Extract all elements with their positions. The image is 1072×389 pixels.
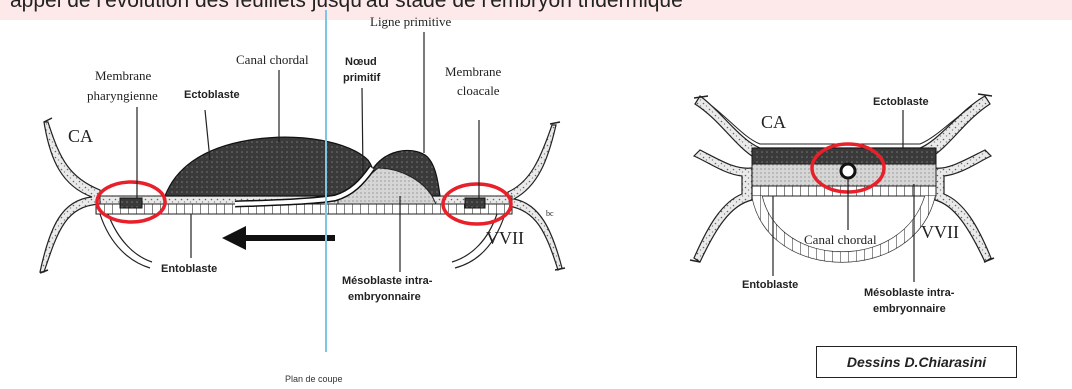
left-cloacal-membrane	[465, 198, 485, 208]
label-entoblaste-left: Entoblaste	[161, 262, 217, 276]
label-vvii-right: VVII	[921, 222, 959, 242]
label-bc: bc	[546, 206, 554, 221]
left-ectoblaste-dome	[165, 137, 374, 196]
label-membrane-pharyngienne-1: Membrane	[95, 68, 151, 83]
right-canal-chordal	[841, 164, 855, 178]
left-amnion-right-wall	[508, 125, 562, 270]
label-canal-chordal-right: Canal chordal	[804, 232, 877, 247]
right-left-wall	[694, 150, 752, 262]
credit-box: Dessins D.Chiarasini	[816, 346, 1017, 378]
label-vvii-left: VVII	[486, 228, 524, 248]
label-membrane-cloacale-1: Membrane	[445, 64, 501, 79]
label-ligne-primitive: Ligne primitive	[370, 14, 451, 29]
label-noeud-2: primitif	[343, 71, 380, 85]
label-mesoblaste-left-1: Mésoblaste intra-	[342, 274, 432, 288]
label-canal-chordal-left: Canal chordal	[236, 52, 309, 67]
label-membrane-cloacale-2: cloacale	[457, 83, 500, 98]
label-plan-de-coupe: Plan de coupe	[285, 374, 343, 384]
label-mesoblaste-right-1: Mésoblaste intra-	[864, 286, 954, 300]
label-noeud-1: Nœud	[345, 55, 377, 69]
label-mesoblaste-left-2: embryonnaire	[348, 290, 421, 304]
label-ca-right: CA	[761, 112, 786, 132]
right-ectoblaste-band	[752, 148, 936, 164]
label-ectoblaste-left: Ectoblaste	[184, 88, 240, 102]
label-membrane-pharyngienne-2: pharyngienne	[87, 88, 158, 103]
left-pharyngeal-membrane	[120, 198, 142, 208]
label-ca-left: CA	[68, 126, 93, 146]
label-entoblaste-right: Entoblaste	[742, 278, 798, 292]
right-embryo-section	[690, 94, 994, 282]
label-ectoblaste-right: Ectoblaste	[873, 95, 929, 109]
right-right-wall	[935, 150, 991, 262]
arrow-head	[222, 226, 246, 250]
label-mesoblaste-right-2: embryonnaire	[873, 302, 946, 316]
